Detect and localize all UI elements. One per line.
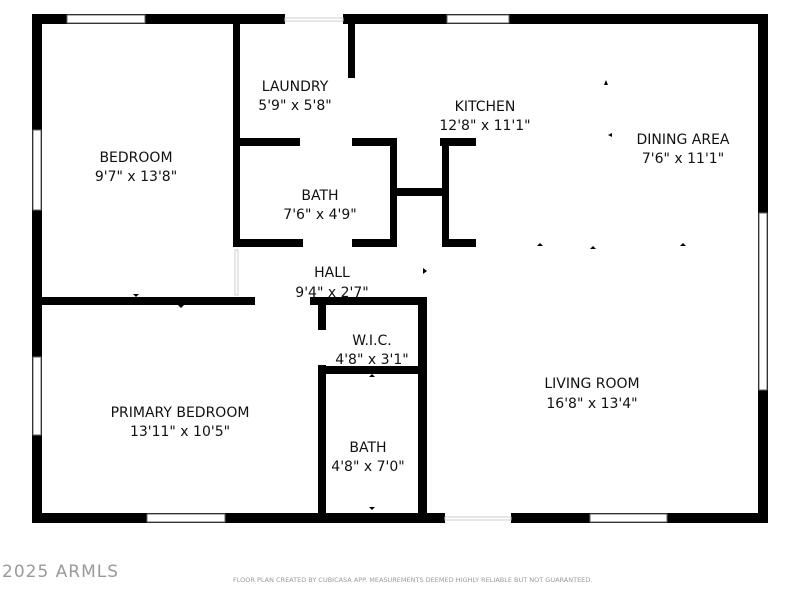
disclaimer: FLOOR PLAN CREATED BY CUBICASA APP. MEAS… — [233, 576, 593, 584]
room-size-hall: 9'4" x 2'7" — [295, 285, 368, 301]
window — [589, 513, 668, 523]
room-name-dining: DINING AREA — [636, 132, 729, 148]
window — [146, 513, 226, 523]
window — [32, 129, 42, 211]
room-size-bath-2: 4'8" x 7'0" — [331, 459, 404, 475]
windows — [32, 14, 768, 523]
room-name-primary-bedroom: PRIMARY BEDROOM — [111, 405, 250, 421]
room-name-living: LIVING ROOM — [544, 376, 639, 392]
room-size-kitchen: 12'8" x 11'1" — [439, 118, 530, 134]
room-name-bedroom: BEDROOM — [99, 150, 172, 166]
room-size-living: 16'8" x 13'4" — [546, 396, 637, 412]
door-opening — [234, 249, 239, 296]
room-size-dining: 7'6" x 11'1" — [642, 151, 724, 167]
copyright-watermark: 2025 ARMLS — [2, 562, 120, 582]
window — [446, 14, 510, 24]
room-size-wic: 4'8" x 3'1" — [335, 352, 408, 368]
door-opening — [284, 17, 344, 22]
room-size-bedroom: 9'7" x 13'8" — [95, 169, 177, 185]
room-labels: LAUNDRY 5'9" x 5'8" KITCHEN 12'8" x 11'1… — [95, 79, 730, 475]
room-name-kitchen: KITCHEN — [455, 99, 516, 115]
window — [32, 356, 42, 436]
room-name-hall: HALL — [314, 265, 350, 281]
door-opening — [444, 516, 512, 521]
room-name-bath: BATH — [301, 188, 338, 204]
room-size-primary-bedroom: 13'11" x 10'5" — [130, 424, 230, 440]
dimension-markers — [133, 80, 686, 510]
room-name-bath-2: BATH — [349, 440, 386, 456]
window — [66, 14, 146, 24]
room-size-laundry: 5'9" x 5'8" — [258, 98, 331, 114]
room-name-wic: W.I.C. — [352, 333, 392, 349]
walls — [32, 14, 768, 523]
room-size-bath: 7'6" x 4'9" — [283, 207, 356, 223]
room-name-laundry: LAUNDRY — [262, 79, 329, 95]
window — [758, 212, 768, 391]
